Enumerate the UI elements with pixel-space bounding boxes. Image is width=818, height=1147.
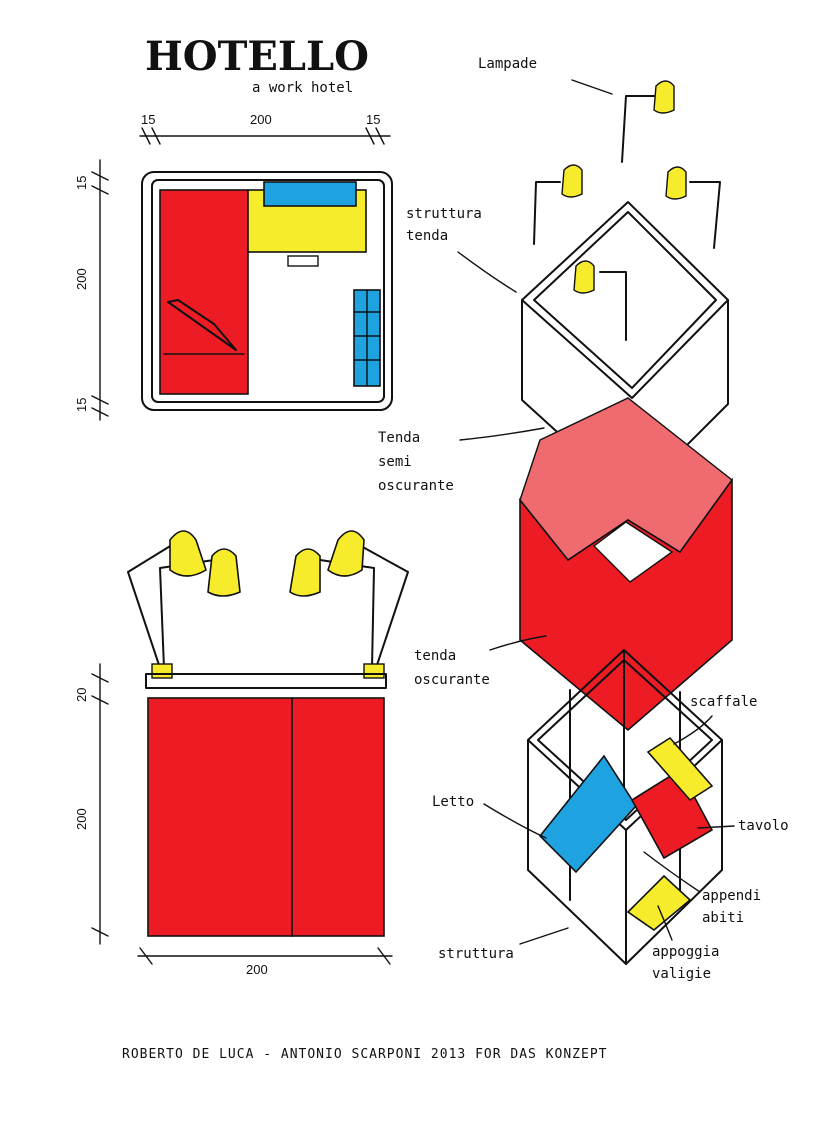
- lamp-icon: [289, 548, 321, 597]
- label-tenda-osc-2: oscurante: [414, 672, 490, 688]
- label-tenda-semi-1: Tenda: [378, 430, 420, 446]
- lamp-icon: [573, 260, 595, 294]
- plan-outer-frame: [141, 171, 393, 411]
- plan-dim-left-center: 200: [74, 268, 89, 290]
- tent-structure-inner: [533, 211, 717, 389]
- annotations: Lampade struttura tenda Tenda semi oscur…: [378, 56, 789, 982]
- credits-line: ROBERTO DE LUCA - ANTONIO SCARPONI 2013 …: [122, 1047, 607, 1062]
- plan-dim-left-top: 15: [74, 176, 89, 190]
- plan-inner-frame: [151, 179, 385, 403]
- label-appendi-2: abiti: [702, 910, 744, 926]
- blackout-curtain: [519, 477, 733, 732]
- curtain-opening: [592, 521, 674, 583]
- elevation-dim-left: 20 200: [74, 663, 109, 945]
- plan-view: 15 200 15 15 200 15: [74, 112, 393, 421]
- label-lampade: Lampade: [478, 56, 537, 72]
- label-struttura-tenda-2: tenda: [406, 228, 448, 244]
- axo-table: [630, 768, 714, 860]
- plan-dim-top-left: 15: [141, 112, 155, 127]
- exploded-view: [519, 80, 733, 965]
- label-appoggia-2: valigie: [652, 966, 711, 982]
- lamp-icon: [327, 530, 365, 577]
- plan-blanket-fold: [167, 299, 237, 351]
- elevation-dim-bottom-label: 200: [246, 962, 268, 977]
- tent-structure-frame: [521, 201, 729, 399]
- lamp-icon: [665, 166, 687, 200]
- label-tenda-semi-3: oscurante: [378, 478, 454, 494]
- elevation-curtain-right: [291, 697, 385, 937]
- label-letto: Letto: [432, 794, 474, 810]
- elevation-dim-left-top: 20: [74, 688, 89, 702]
- label-tavolo: tavolo: [738, 818, 789, 834]
- plan-chair: [287, 255, 319, 267]
- elevation-view: 20 200 200: [74, 530, 409, 977]
- plan-dim-top-center: 200: [250, 112, 272, 127]
- label-tenda-semi-2: semi: [378, 454, 412, 470]
- page-subtitle: a work hotel: [252, 80, 353, 96]
- label-scaffale: scaffale: [690, 694, 757, 710]
- lamp-icon: [169, 530, 207, 577]
- plan-blue-pillow: [263, 181, 357, 207]
- elevation-curtain-left: [147, 697, 293, 937]
- elevation-dim-left-main: 200: [74, 808, 89, 830]
- axo-bed: [538, 754, 638, 874]
- axo-shelf: [646, 736, 714, 802]
- plan-dim-top-right: 15: [366, 112, 380, 127]
- plan-dim-top: 15 200 15: [139, 112, 391, 145]
- axo-luggage-rack: [626, 874, 692, 932]
- label-appendi-1: appendi: [702, 888, 761, 904]
- lamp-icon: [653, 80, 675, 114]
- lamp-icon: [561, 164, 583, 198]
- elevation-dim-bottom: 200: [137, 947, 393, 977]
- lamp-icon: [207, 548, 241, 597]
- label-struttura: struttura: [438, 946, 514, 962]
- page-title: HOTELLO: [145, 33, 369, 80]
- elevation-rail: [145, 673, 387, 689]
- label-struttura-tenda-1: struttura: [406, 206, 482, 222]
- plan-red-bed: [159, 189, 249, 395]
- elevation-lamps: [127, 530, 409, 679]
- plan-dim-left: 15 200 15: [74, 159, 109, 421]
- label-tenda-osc-1: tenda: [414, 648, 456, 664]
- exploded-lamps: [533, 80, 721, 341]
- label-appoggia-1: appoggia: [652, 944, 719, 960]
- plan-dim-left-bottom: 15: [74, 398, 89, 412]
- header: HOTELLO a work hotel: [145, 33, 369, 96]
